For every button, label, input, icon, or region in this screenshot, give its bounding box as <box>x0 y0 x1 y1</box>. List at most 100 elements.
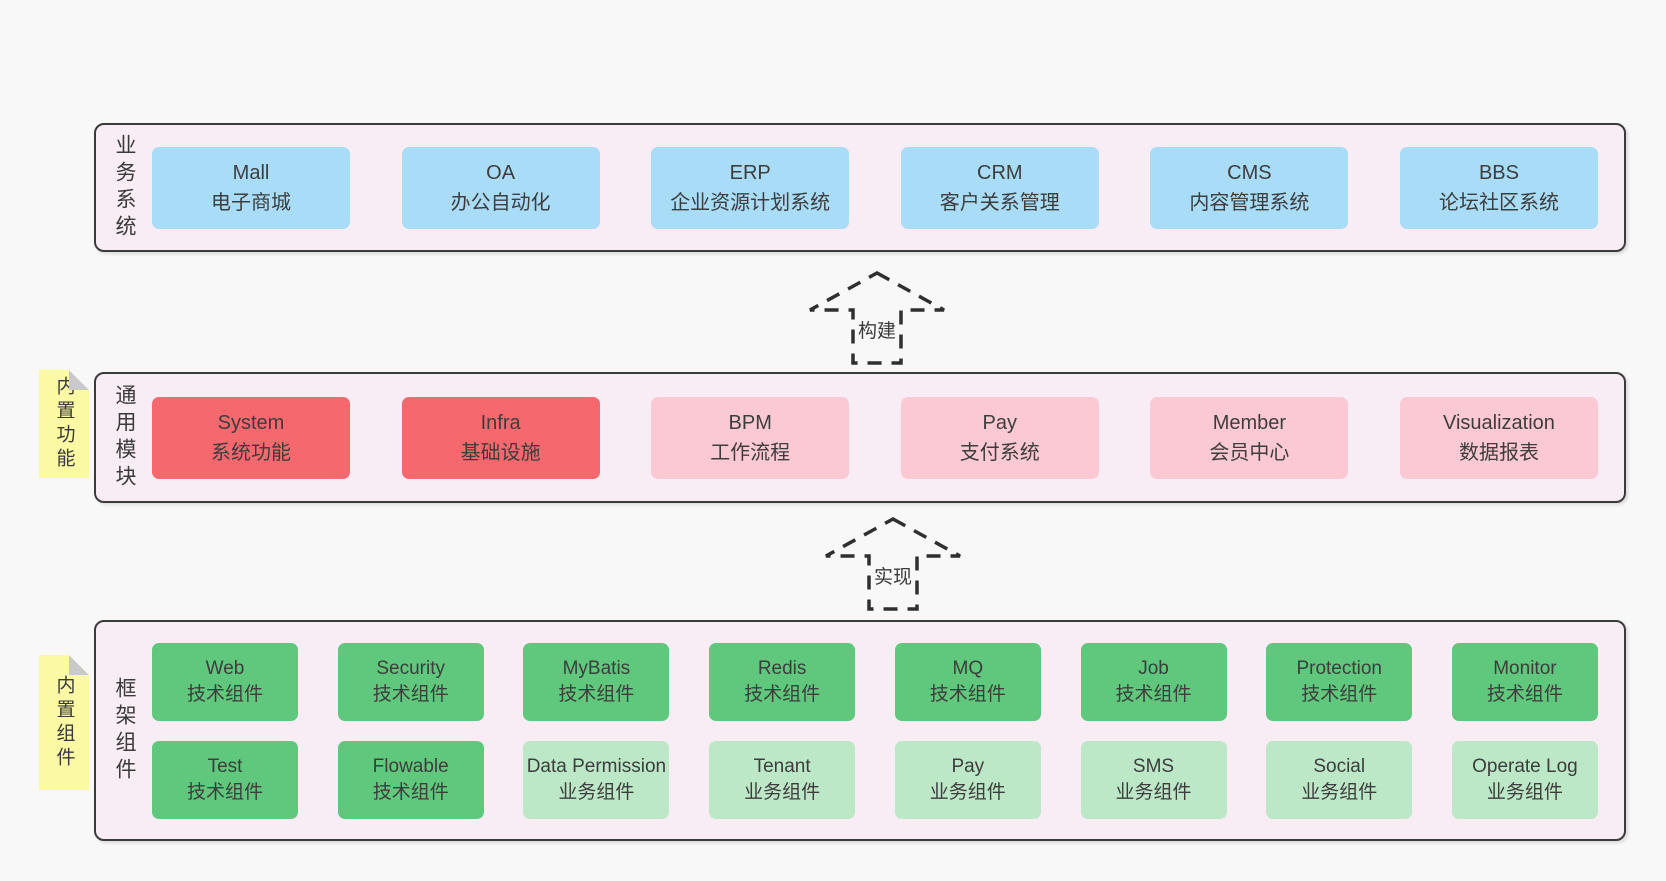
node-mq: MQ 技术组件 <box>894 642 1041 721</box>
node-crm: CRM 客户关系管理 <box>900 146 1099 229</box>
node-subtitle: 系统功能 <box>211 441 291 464</box>
node-subtitle: 业务组件 <box>1115 781 1192 803</box>
node-oa: OA 办公自动化 <box>401 146 600 229</box>
node-subtitle: 技术组件 <box>929 683 1006 705</box>
node-subtitle: 技术组件 <box>1486 683 1563 705</box>
node-subtitle: 内容管理系统 <box>1189 191 1310 214</box>
layer-business-systems: 业务系统 Mall 电子商城 OA 办公自动化 ERP 企业资源计划系统 CRM… <box>94 123 1626 252</box>
node-subtitle: 工作流程 <box>710 441 791 464</box>
node-subtitle: 企业资源计划系统 <box>670 191 831 214</box>
node-title: Tenant <box>753 756 811 778</box>
node-title: BBS <box>1478 161 1519 184</box>
node-title: Mall <box>232 161 270 184</box>
node-operate-log: Operate Log 业务组件 <box>1451 740 1598 819</box>
node-title: Visualization <box>1443 411 1555 434</box>
arrow-implement-label: 实现 <box>871 562 915 589</box>
module-boxes: System 系统功能 Infra 基础设施 BPM 工作流程 Pay 支付系统… <box>152 396 1624 479</box>
node-title: BPM <box>728 411 772 434</box>
node-subtitle: 技术组件 <box>186 781 263 803</box>
node-subtitle: 办公自动化 <box>450 191 551 214</box>
node-subtitle: 基础设施 <box>460 441 541 464</box>
node-pay-component: Pay 业务组件 <box>894 740 1041 819</box>
node-infra: Infra 基础设施 <box>401 396 600 479</box>
node-cms: CMS 内容管理系统 <box>1150 146 1349 229</box>
node-job: Job 技术组件 <box>1080 642 1227 721</box>
node-title: Infra <box>480 411 521 434</box>
node-subtitle: 技术组件 <box>186 683 263 705</box>
node-subtitle: 会员中心 <box>1209 441 1290 464</box>
node-subtitle: 技术组件 <box>372 781 449 803</box>
arrow-build-label: 构建 <box>855 316 899 343</box>
node-title: OA <box>486 161 516 184</box>
node-title: SMS <box>1132 756 1175 778</box>
node-subtitle: 技术组件 <box>1301 683 1378 705</box>
node-subtitle: 论坛社区系统 <box>1438 191 1559 214</box>
layer-framework-components: 框架组件 Web 技术组件 Security 技术组件 MyBatis 技术组件… <box>94 620 1626 841</box>
arrow-build: 构建 <box>807 270 947 366</box>
node-title: Test <box>207 756 243 778</box>
node-title: Security <box>376 658 446 680</box>
note-text: 内置组件 <box>53 674 75 771</box>
component-rows: Web 技术组件 Security 技术组件 MyBatis 技术组件 Redi… <box>152 642 1624 819</box>
node-title: ERP <box>729 161 771 184</box>
node-title: Member <box>1212 411 1287 434</box>
node-title: CMS <box>1227 161 1272 184</box>
node-mybatis: MyBatis 技术组件 <box>523 642 670 721</box>
node-tenant: Tenant 业务组件 <box>709 740 856 819</box>
node-erp: ERP 企业资源计划系统 <box>651 146 850 229</box>
layer-business-label: 业务系统 <box>113 133 136 242</box>
node-security: Security 技术组件 <box>337 642 484 721</box>
layer-modules-label: 通用模块 <box>113 383 136 492</box>
node-bbs: BBS 论坛社区系统 <box>1399 146 1598 229</box>
arrow-implement: 实现 <box>823 516 963 612</box>
node-flowable: Flowable 技术组件 <box>337 740 484 819</box>
business-boxes: Mall 电子商城 OA 办公自动化 ERP 企业资源计划系统 CRM 客户关系… <box>152 146 1624 229</box>
folded-corner-icon <box>69 655 89 675</box>
node-subtitle: 电子商城 <box>211 191 291 214</box>
node-monitor: Monitor 技术组件 <box>1451 642 1598 721</box>
node-title: Web <box>205 658 245 680</box>
node-bpm: BPM 工作流程 <box>651 396 850 479</box>
node-subtitle: 业务组件 <box>1301 781 1378 803</box>
component-row-2: Test 技术组件 Flowable 技术组件 Data Permission … <box>152 740 1598 819</box>
layer-common-modules: 通用模块 System 系统功能 Infra 基础设施 BPM 工作流程 Pay… <box>94 372 1626 503</box>
node-test: Test 技术组件 <box>152 740 298 819</box>
node-social: Social 业务组件 <box>1266 740 1413 819</box>
node-title: Pay <box>982 411 1018 434</box>
node-title: Pay <box>951 756 985 778</box>
node-member: Member 会员中心 <box>1150 396 1349 479</box>
node-subtitle: 技术组件 <box>1115 683 1192 705</box>
node-title: Flowable <box>372 756 449 778</box>
node-title: Operate Log <box>1472 756 1578 778</box>
component-row-1: Web 技术组件 Security 技术组件 MyBatis 技术组件 Redi… <box>152 642 1598 721</box>
node-subtitle: 技术组件 <box>558 683 635 705</box>
note-built-in-functions: 内置功能 <box>39 370 89 478</box>
dashed-up-arrow-icon <box>809 271 945 365</box>
node-sms: SMS 业务组件 <box>1080 740 1227 819</box>
node-subtitle: 业务组件 <box>1486 781 1563 803</box>
node-title: Social <box>1313 756 1366 778</box>
node-data-permission: Data Permission 业务组件 <box>523 740 670 819</box>
node-title: Protection <box>1296 658 1382 680</box>
node-protection: Protection 技术组件 <box>1266 642 1413 721</box>
node-web: Web 技术组件 <box>152 642 298 721</box>
node-pay-system: Pay 支付系统 <box>900 396 1099 479</box>
node-subtitle: 业务组件 <box>558 781 635 803</box>
note-built-in-components: 内置组件 <box>39 655 89 790</box>
node-subtitle: 技术组件 <box>372 683 449 705</box>
folded-corner-icon <box>69 370 89 390</box>
note-text: 内置功能 <box>53 376 75 472</box>
node-title: Job <box>1138 658 1169 680</box>
layer-components-label: 框架组件 <box>113 676 136 785</box>
node-subtitle: 技术组件 <box>744 683 821 705</box>
node-mall: Mall 电子商城 <box>152 146 350 229</box>
node-system: System 系统功能 <box>152 396 350 479</box>
node-subtitle: 数据报表 <box>1458 441 1539 464</box>
node-title: Redis <box>757 658 807 680</box>
node-title: CRM <box>977 161 1023 184</box>
node-subtitle: 业务组件 <box>929 781 1006 803</box>
node-title: Data Permission <box>526 756 667 778</box>
node-redis: Redis 技术组件 <box>709 642 856 721</box>
dashed-up-arrow-icon <box>825 517 961 611</box>
